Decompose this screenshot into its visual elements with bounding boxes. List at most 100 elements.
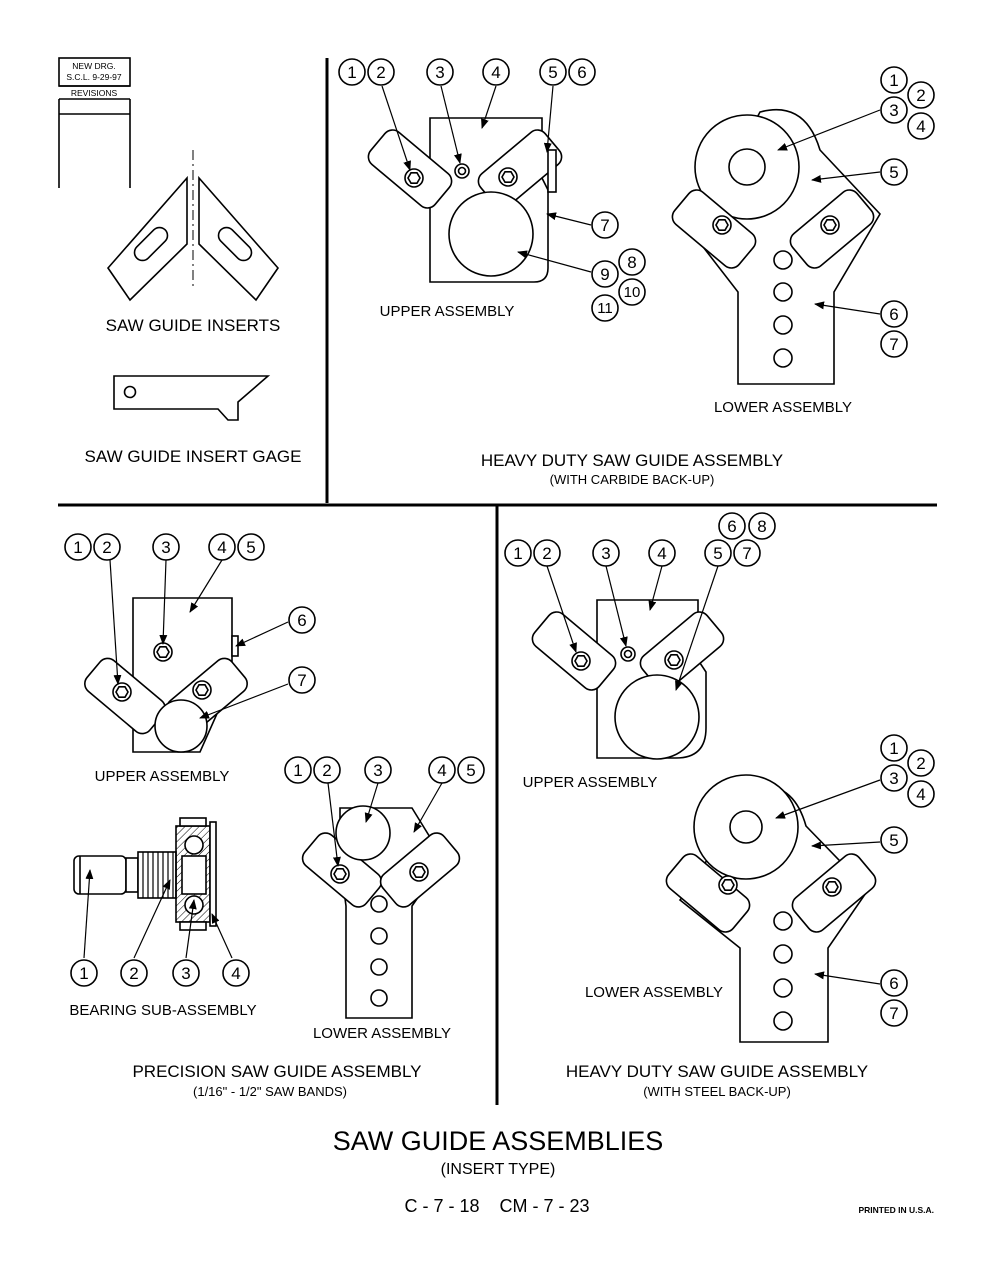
callout-hds-u-1: 1 bbox=[504, 539, 532, 567]
callout-hdc-l-2: 2 bbox=[907, 81, 935, 109]
callout-pr-u-1: 1 bbox=[64, 533, 92, 561]
svg-text:5: 5 bbox=[889, 831, 898, 850]
hd-carbide-title: HEAVY DUTY SAW GUIDE ASSEMBLY bbox=[481, 451, 783, 470]
svg-text:2: 2 bbox=[916, 86, 925, 105]
svg-text:4: 4 bbox=[437, 761, 446, 780]
revisions-text: REVISIONS bbox=[71, 88, 118, 98]
callout-hdc-u-8: 8 bbox=[618, 248, 646, 276]
callout-hdc-u-6: 6 bbox=[568, 58, 596, 86]
svg-text:2: 2 bbox=[916, 754, 925, 773]
callout-hdc-u-5: 5 bbox=[539, 58, 567, 86]
svg-text:3: 3 bbox=[435, 63, 444, 82]
insert-gage-label: SAW GUIDE INSERT GAGE bbox=[85, 447, 302, 466]
sheet-subtitle: (INSERT TYPE) bbox=[441, 1161, 556, 1178]
svg-text:7: 7 bbox=[600, 216, 609, 235]
svg-text:1: 1 bbox=[293, 761, 302, 780]
callout-hds-u-8: 8 bbox=[748, 512, 776, 540]
callout-hdc-l-7: 7 bbox=[880, 330, 908, 358]
svg-text:3: 3 bbox=[373, 761, 382, 780]
svg-text:5: 5 bbox=[713, 544, 722, 563]
svg-text:3: 3 bbox=[889, 101, 898, 120]
scl-date-text: S.C.L. 9-29-97 bbox=[66, 72, 122, 82]
svg-text:4: 4 bbox=[231, 964, 240, 983]
callout-pr-l-2: 2 bbox=[313, 756, 341, 784]
svg-text:4: 4 bbox=[916, 785, 925, 804]
svg-text:1: 1 bbox=[889, 71, 898, 90]
callout-hdc-u-10: 10 bbox=[618, 278, 646, 306]
svg-text:1: 1 bbox=[73, 538, 82, 557]
svg-text:7: 7 bbox=[889, 335, 898, 354]
svg-text:8: 8 bbox=[627, 253, 636, 272]
hd-carbide-upper-leaders bbox=[381, 85, 592, 273]
part-numbers: C - 7 - 18 CM - 7 - 23 bbox=[404, 1196, 589, 1216]
callout-hdc-l-6: 6 bbox=[880, 300, 908, 328]
svg-text:8: 8 bbox=[757, 517, 766, 536]
printed-in-usa: PRINTED IN U.S.A. bbox=[858, 1205, 934, 1215]
callout-pr-u-3: 3 bbox=[152, 533, 180, 561]
svg-text:5: 5 bbox=[466, 761, 475, 780]
hd-steel-title: HEAVY DUTY SAW GUIDE ASSEMBLY bbox=[566, 1062, 868, 1081]
callout-hdc-l-5: 5 bbox=[880, 158, 908, 186]
callout-hdc-u-3: 3 bbox=[426, 58, 454, 86]
svg-text:6: 6 bbox=[889, 305, 898, 324]
precision-upper-drawing bbox=[84, 597, 248, 753]
callout-pr-l-1: 1 bbox=[284, 756, 312, 784]
new-drg-text: NEW DRG. bbox=[72, 61, 115, 71]
sheet-title: SAW GUIDE ASSEMBLIES bbox=[333, 1126, 664, 1156]
bearing-leaders bbox=[83, 869, 233, 959]
saw-guide-inserts-drawing bbox=[106, 150, 280, 302]
insert-gage-drawing bbox=[113, 375, 271, 421]
callout-pr-l-5: 5 bbox=[457, 756, 485, 784]
saw-guide-inserts-label: SAW GUIDE INSERTS bbox=[106, 316, 281, 335]
svg-text:6: 6 bbox=[889, 974, 898, 993]
callout-pr-u-6: 6 bbox=[288, 606, 316, 634]
bearing-subassembly-label: BEARING SUB-ASSEMBLY bbox=[69, 1002, 256, 1019]
callout-brg-1: 1 bbox=[70, 959, 98, 987]
callout-hds-u-2: 2 bbox=[533, 539, 561, 567]
hd-steel-subtitle: (WITH STEEL BACK-UP) bbox=[643, 1084, 791, 1099]
callout-hds-l-1: 1 bbox=[880, 734, 908, 762]
callout-brg-3: 3 bbox=[172, 959, 200, 987]
svg-text:3: 3 bbox=[889, 769, 898, 788]
callout-hds-l-2: 2 bbox=[907, 749, 935, 777]
callout-hdc-u-11: 11 bbox=[591, 294, 619, 322]
bearing-subassembly-drawing bbox=[73, 817, 217, 931]
callout-hds-l-5: 5 bbox=[880, 826, 908, 854]
callout-pr-u-2: 2 bbox=[93, 533, 121, 561]
svg-text:1: 1 bbox=[513, 544, 522, 563]
hd-carbide-lower-drawing bbox=[671, 108, 881, 385]
hd-steel-upper-label: UPPER ASSEMBLY bbox=[523, 774, 658, 791]
svg-text:6: 6 bbox=[727, 517, 736, 536]
svg-text:6: 6 bbox=[577, 63, 586, 82]
svg-text:3: 3 bbox=[181, 964, 190, 983]
callout-pr-u-4: 4 bbox=[208, 533, 236, 561]
svg-text:3: 3 bbox=[601, 544, 610, 563]
callout-hdc-u-9: 9 bbox=[591, 260, 619, 288]
callout-hdc-u-2: 2 bbox=[367, 58, 395, 86]
callout-pr-l-4: 4 bbox=[428, 756, 456, 784]
svg-text:7: 7 bbox=[889, 1004, 898, 1023]
svg-text:2: 2 bbox=[376, 63, 385, 82]
hd-steel-lower-label: LOWER ASSEMBLY bbox=[585, 984, 723, 1001]
svg-text:7: 7 bbox=[742, 544, 751, 563]
callout-hdc-l-4: 4 bbox=[907, 112, 935, 140]
svg-text:4: 4 bbox=[657, 544, 666, 563]
svg-text:1: 1 bbox=[79, 964, 88, 983]
hd-carbide-lower-label: LOWER ASSEMBLY bbox=[714, 399, 852, 416]
callout-hds-l-3: 3 bbox=[880, 764, 908, 792]
svg-text:6: 6 bbox=[297, 611, 306, 630]
svg-text:10: 10 bbox=[624, 284, 641, 301]
callout-brg-4: 4 bbox=[222, 959, 250, 987]
precision-upper-label: UPPER ASSEMBLY bbox=[95, 768, 230, 785]
hd-steel-lower-drawing bbox=[665, 774, 877, 1043]
svg-text:4: 4 bbox=[491, 63, 500, 82]
callout-hds-u-5: 5 bbox=[704, 539, 732, 567]
hd-carbide-lower-leaders bbox=[777, 109, 881, 315]
callout-hds-l-4: 4 bbox=[907, 780, 935, 808]
svg-text:2: 2 bbox=[129, 964, 138, 983]
callout-hdc-u-1: 1 bbox=[338, 58, 366, 86]
callout-pr-u-5: 5 bbox=[237, 533, 265, 561]
callout-hds-u-6: 6 bbox=[718, 512, 746, 540]
callout-pr-l-3: 3 bbox=[364, 756, 392, 784]
